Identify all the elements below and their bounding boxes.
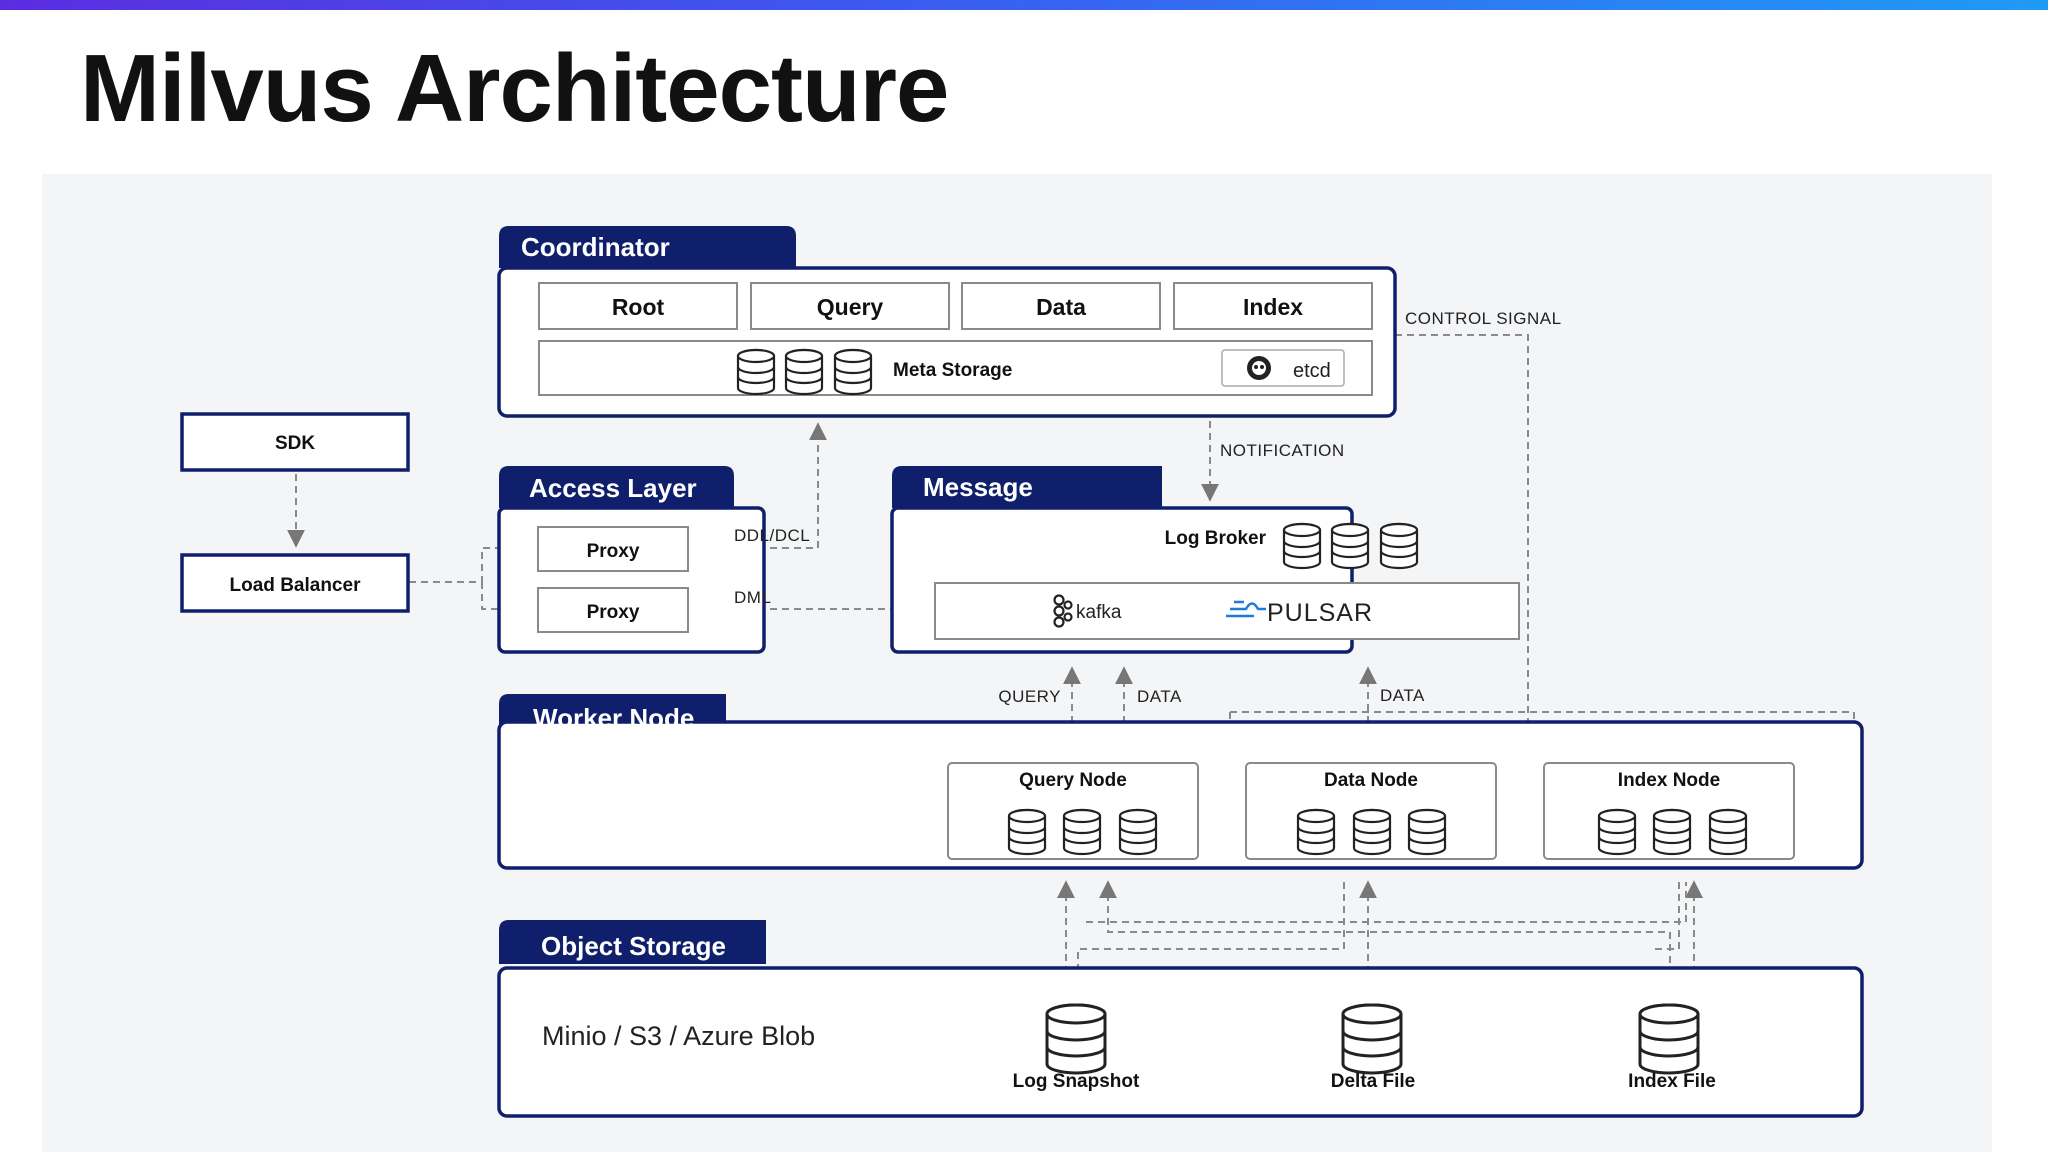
log-snapshot-label: Log Snapshot [1013, 1071, 1140, 1092]
worker-node-tab: Worker Node [533, 703, 694, 733]
dml-label: DML [734, 588, 771, 607]
sdk-box [180, 412, 410, 472]
message-tab: Message [923, 472, 1033, 502]
access-layer-tab: Access Layer [529, 473, 697, 503]
ddl-dcl-line [686, 422, 827, 549]
database-icon [1407, 808, 1447, 856]
database-icon [1341, 1003, 1403, 1075]
query-service-label: Query [817, 294, 884, 320]
storage-backends-label: Minio / S3 / Azure Blob [542, 1021, 815, 1051]
accent-bar [0, 0, 2048, 10]
database-icon [1296, 808, 1336, 856]
root-service-box [538, 282, 738, 330]
database-icon [1118, 808, 1158, 856]
object-storage-tab: Object Storage [541, 931, 726, 961]
query-flow-label: QUERY [998, 687, 1061, 706]
root-service-label: Root [612, 294, 665, 320]
kafka-icon [1053, 594, 1073, 628]
kafka-label: kafka [1076, 602, 1122, 623]
database-icon [1708, 808, 1748, 856]
database-icon [1652, 808, 1692, 856]
log-broker-label: Log Broker [1165, 528, 1267, 549]
worker-node-group: Worker Node Query Node Data Node Index N… [497, 694, 1864, 870]
delta-file-label: Delta File [1331, 1071, 1415, 1092]
index-service-box [1173, 282, 1373, 330]
broker-box [934, 582, 1520, 640]
database-icon [1282, 522, 1322, 570]
sdk-label: SDK [275, 433, 315, 454]
ddl-dcl-label: DDL/DCL [734, 526, 810, 545]
object-storage-group: Object Storage Minio / S3 / Azure Blob L… [497, 920, 1864, 1118]
database-icon [1352, 808, 1392, 856]
control-signal-label: CONTROL SIGNAL [1405, 309, 1562, 328]
diagram-canvas: Coordinator Root Query Data Index Meta S… [42, 174, 1992, 1152]
pulsar-label: PULSAR [1267, 599, 1373, 627]
database-icon [1330, 522, 1370, 570]
page-title: Milvus Architecture [80, 35, 949, 142]
data-service-box [961, 282, 1161, 330]
proxy-box-2 [537, 587, 689, 633]
index-node-label: Index Node [1618, 770, 1720, 791]
index-service-label: Index [1243, 294, 1303, 320]
etcd-label: etcd [1293, 360, 1331, 382]
database-icon [1045, 1003, 1107, 1075]
database-icon [1597, 808, 1637, 856]
connectors [287, 334, 1855, 1001]
proxy-box-1 [537, 526, 689, 572]
notification-label: NOTIFICATION [1220, 441, 1345, 460]
etcd-icon [1247, 356, 1271, 380]
query-node-label: Query Node [1019, 770, 1127, 791]
architecture-diagram: Coordinator Root Query Data Index Meta S… [180, 226, 1864, 1118]
database-icon [1007, 808, 1047, 856]
database-icon [833, 348, 873, 396]
message-group: Message Log Broker kafka PULSAR [890, 466, 1520, 654]
pulsar-icon [1226, 600, 1266, 618]
data-node-label: Data Node [1324, 770, 1418, 791]
access-layer-group: Access Layer Proxy Proxy [497, 466, 766, 654]
proxy-label-1: Proxy [587, 541, 640, 562]
data-flow-label-1: DATA [1137, 687, 1182, 706]
database-icon [736, 348, 776, 396]
data-flow-label-2: DATA [1380, 686, 1425, 705]
database-icon [784, 348, 824, 396]
database-icon [1379, 522, 1419, 570]
proxy-label-2: Proxy [587, 602, 640, 623]
data-service-label: Data [1036, 294, 1086, 320]
load-balancer-label: Load Balancer [230, 575, 362, 596]
index-file-label: Index File [1628, 1071, 1716, 1092]
coordinator-tab: Coordinator [521, 232, 670, 262]
query-service-box [750, 282, 950, 330]
database-icon [1062, 808, 1102, 856]
coordinator-group: Coordinator Root Query Data Index Meta S… [497, 226, 1397, 418]
database-icon [1638, 1003, 1700, 1075]
load-balancer-box [180, 553, 410, 613]
meta-storage-label: Meta Storage [893, 360, 1012, 381]
